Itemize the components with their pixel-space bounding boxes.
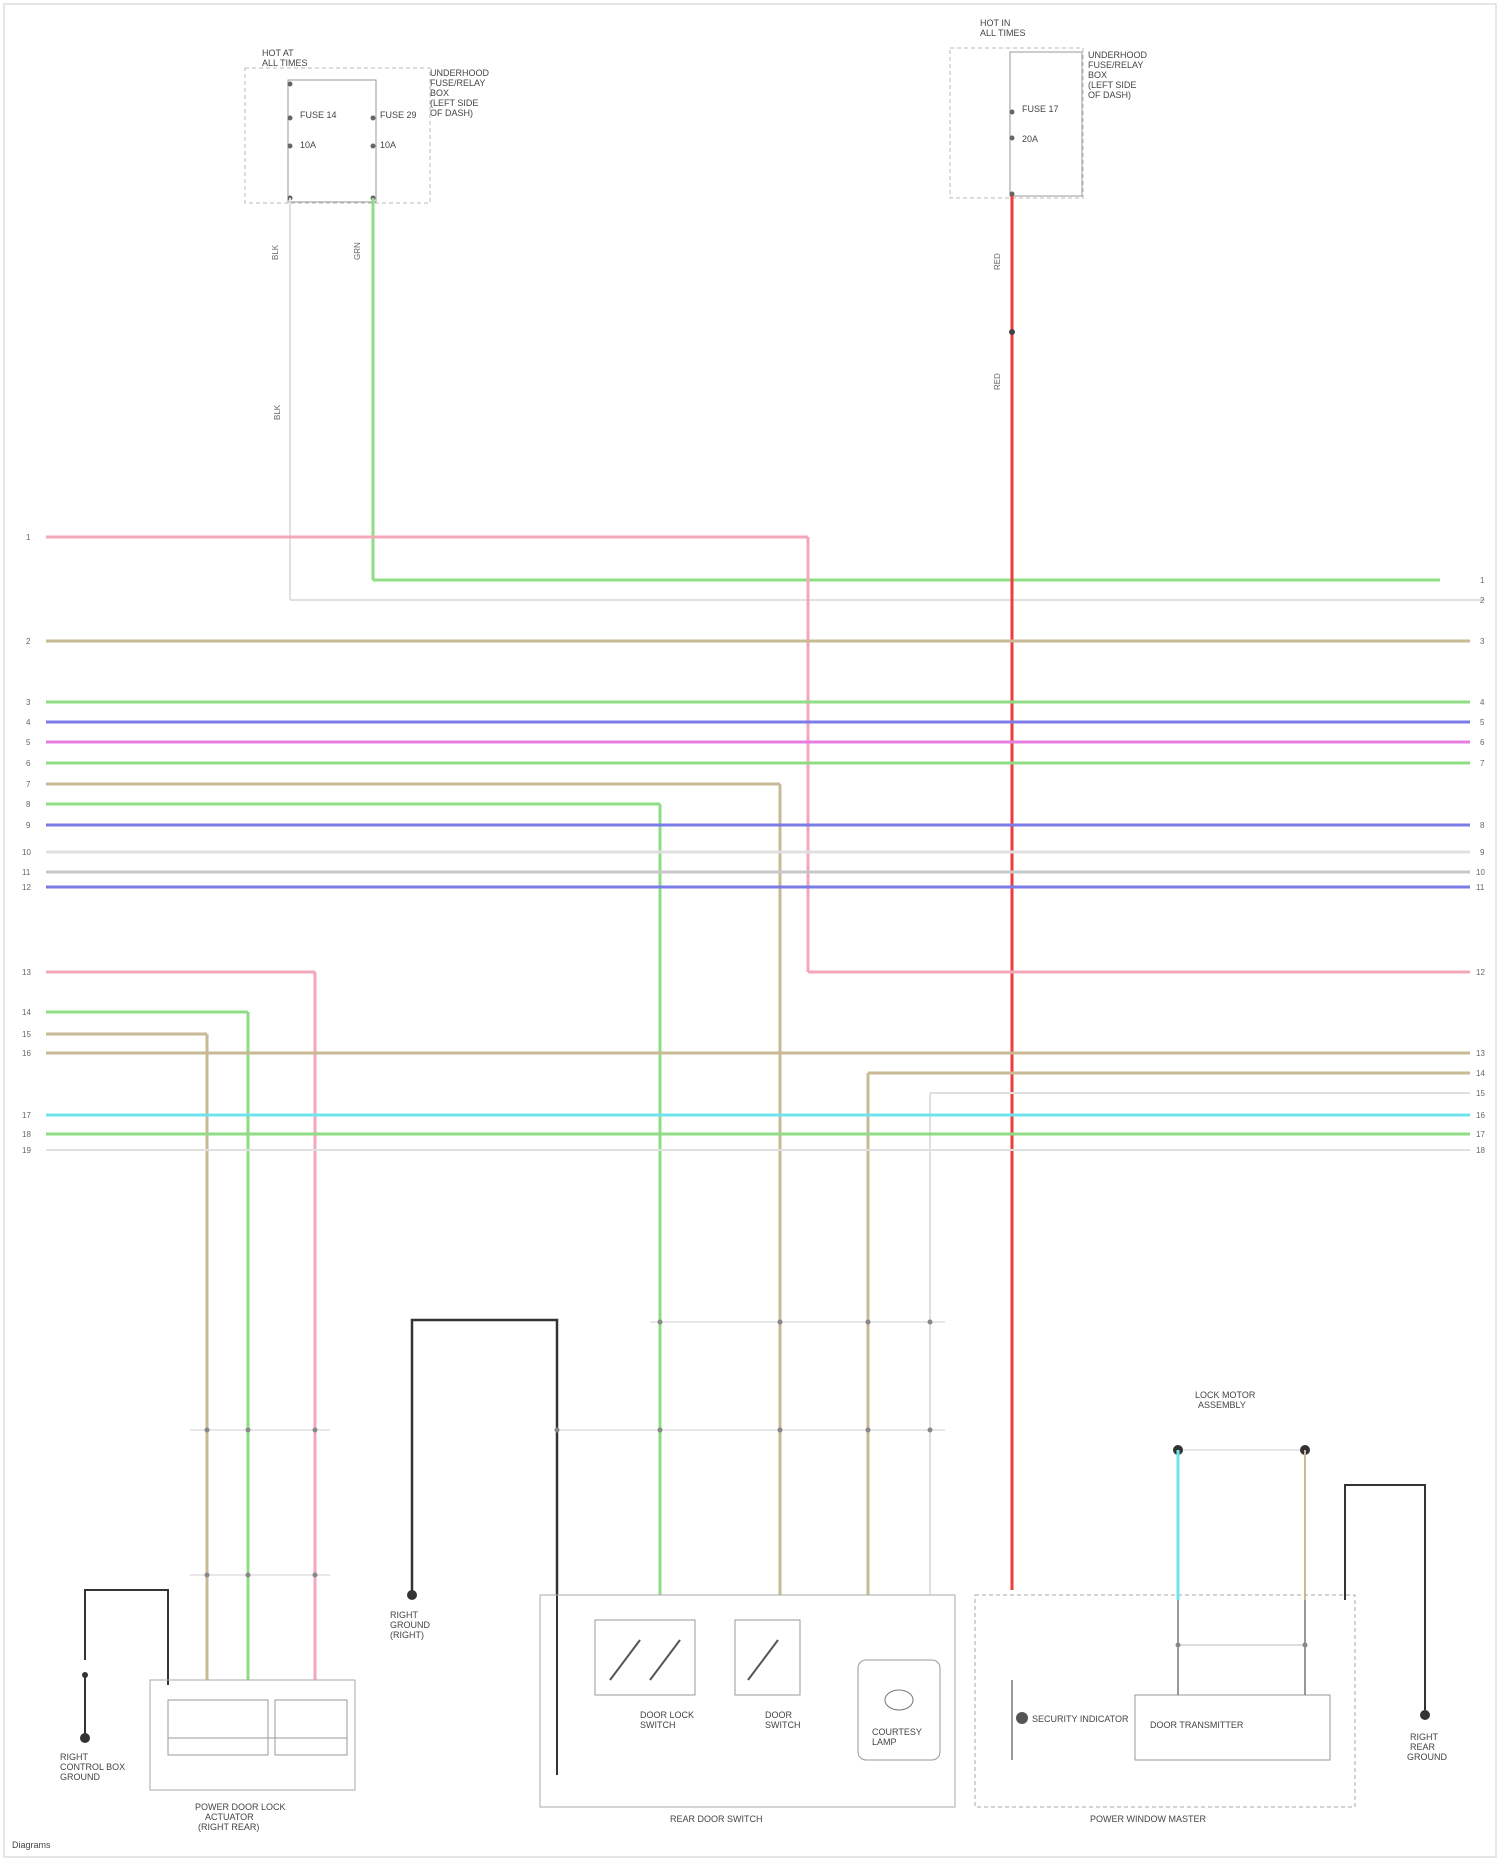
top-left-side-2: FUSE/RELAY [430, 78, 485, 88]
top-right-side-3: BOX [1088, 70, 1107, 80]
right-module-label: POWER WINDOW MASTER [1090, 1814, 1206, 1824]
left-module-1: POWER DOOR LOCK [195, 1802, 286, 1812]
top-feed-wires: BLK GRN RED RED BLK [271, 196, 1485, 1590]
component-a-label: SECURITY INDICATOR [1032, 1714, 1129, 1724]
svg-text:4: 4 [26, 718, 31, 727]
footer-label: Diagrams [12, 1840, 51, 1850]
svg-text:8: 8 [1480, 821, 1485, 830]
ground-left-1: RIGHT [60, 1752, 89, 1762]
svg-text:13: 13 [1476, 1049, 1485, 1058]
top-left-side-5: OF DASH) [430, 108, 473, 118]
svg-text:14: 14 [1476, 1069, 1485, 1078]
top-right-side-4: (LEFT SIDE [1088, 80, 1136, 90]
svg-text:BLK: BLK [273, 404, 282, 420]
svg-text:16: 16 [22, 1049, 31, 1058]
svg-text:12: 12 [1476, 968, 1485, 977]
svg-text:RED: RED [993, 373, 1002, 390]
svg-text:15: 15 [1476, 1089, 1485, 1098]
fuse-29-label: FUSE 29 [380, 110, 417, 120]
ground-left-2: CONTROL BOX [60, 1762, 125, 1772]
ground-right-1: RIGHT [1410, 1732, 1439, 1742]
top-right-header-1: HOT IN [980, 18, 1010, 28]
svg-text:4: 4 [1480, 698, 1485, 707]
svg-text:5: 5 [1480, 718, 1485, 727]
top-right-side-5: OF DASH) [1088, 90, 1131, 100]
switch-a-1: DOOR LOCK [640, 1710, 694, 1720]
ground-mid-3: (RIGHT) [390, 1630, 424, 1640]
fuse-17-rating: 20A [1022, 134, 1038, 144]
left-module-2: ACTUATOR [205, 1812, 254, 1822]
left-module-3: (RIGHT REAR) [198, 1822, 259, 1832]
svg-text:1: 1 [26, 533, 31, 542]
switch-b-2: SWITCH [765, 1720, 801, 1730]
horizontal-bus-wires: 1 2 3 4 5 6 7 8 9 10 11 12 13 14 15 16 1… [22, 533, 1485, 1680]
top-left-side-4: (LEFT SIDE [430, 98, 478, 108]
svg-text:RED: RED [993, 253, 1002, 270]
ground-right-3: GROUND [1407, 1752, 1447, 1762]
svg-text:6: 6 [1480, 738, 1485, 747]
top-right-fuse-module: HOT IN ALL TIMES UNDERHOOD FUSE/RELAY BO… [950, 18, 1148, 198]
fuse-17-label: FUSE 17 [1022, 104, 1059, 114]
fuse-14-rating: 10A [300, 140, 316, 150]
top-right-side-1: UNDERHOOD [1088, 50, 1148, 60]
ground-left-3: GROUND [60, 1772, 100, 1782]
svg-text:7: 7 [1480, 759, 1485, 768]
svg-text:13: 13 [22, 968, 31, 977]
center-module-label: REAR DOOR SWITCH [670, 1814, 763, 1824]
middle-ground: RIGHT GROUND (RIGHT) [390, 1320, 945, 1776]
svg-text:12: 12 [22, 883, 31, 892]
fuse-29-rating: 10A [380, 140, 396, 150]
svg-text:16: 16 [1476, 1111, 1485, 1120]
svg-text:BLK: BLK [271, 244, 280, 260]
svg-text:11: 11 [22, 868, 31, 877]
switch-b-1: DOOR [765, 1710, 793, 1720]
svg-text:6: 6 [26, 759, 31, 768]
ground-right-2: REAR [1410, 1742, 1436, 1752]
switch-a-2: SWITCH [640, 1720, 676, 1730]
svg-text:8: 8 [26, 800, 31, 809]
svg-text:2: 2 [1480, 596, 1485, 605]
fuse-14-label: FUSE 14 [300, 110, 337, 120]
top-left-header-1: HOT AT [262, 48, 294, 58]
top-right-header-2: ALL TIMES [980, 28, 1026, 38]
svg-text:14: 14 [22, 1008, 31, 1017]
svg-text:3: 3 [26, 698, 31, 707]
svg-text:18: 18 [1476, 1146, 1485, 1155]
svg-text:5: 5 [26, 738, 31, 747]
svg-text:3: 3 [1480, 637, 1485, 646]
ground-mid-2: GROUND [390, 1620, 430, 1630]
svg-text:18: 18 [22, 1130, 31, 1139]
svg-text:10: 10 [22, 848, 31, 857]
diagram-border [4, 4, 1496, 1857]
svg-text:11: 11 [1476, 883, 1485, 892]
top-left-side-1: UNDERHOOD [430, 68, 490, 78]
ground-mid-1: RIGHT [390, 1610, 419, 1620]
svg-text:1: 1 [1480, 576, 1485, 585]
svg-text:9: 9 [1480, 848, 1485, 857]
top-left-fuse-module: HOT AT ALL TIMES UNDERHOOD FUSE/RELAY BO… [245, 48, 490, 203]
svg-text:15: 15 [22, 1030, 31, 1039]
top-box-1: LOCK MOTOR [1195, 1390, 1256, 1400]
top-left-header-2: ALL TIMES [262, 58, 308, 68]
svg-text:17: 17 [22, 1111, 31, 1120]
svg-text:19: 19 [22, 1146, 31, 1155]
svg-text:17: 17 [1476, 1130, 1485, 1139]
svg-text:2: 2 [26, 637, 31, 646]
lamp-2: LAMP [872, 1737, 897, 1747]
svg-text:10: 10 [1476, 868, 1485, 877]
component-b-label: DOOR TRANSMITTER [1150, 1720, 1244, 1730]
top-left-side-3: BOX [430, 88, 449, 98]
top-right-side-2: FUSE/RELAY [1088, 60, 1143, 70]
top-box-2: ASSEMBLY [1198, 1400, 1246, 1410]
svg-text:9: 9 [26, 821, 31, 830]
right-module: SECURITY INDICATOR DOOR TRANSMITTER POWE… [975, 1390, 1447, 1824]
svg-text:GRN: GRN [353, 242, 362, 260]
center-module: DOOR LOCK SWITCH DOOR SWITCH COURTESY LA… [540, 1595, 955, 1824]
svg-text:7: 7 [26, 780, 31, 789]
lamp-1: COURTESY [872, 1727, 922, 1737]
